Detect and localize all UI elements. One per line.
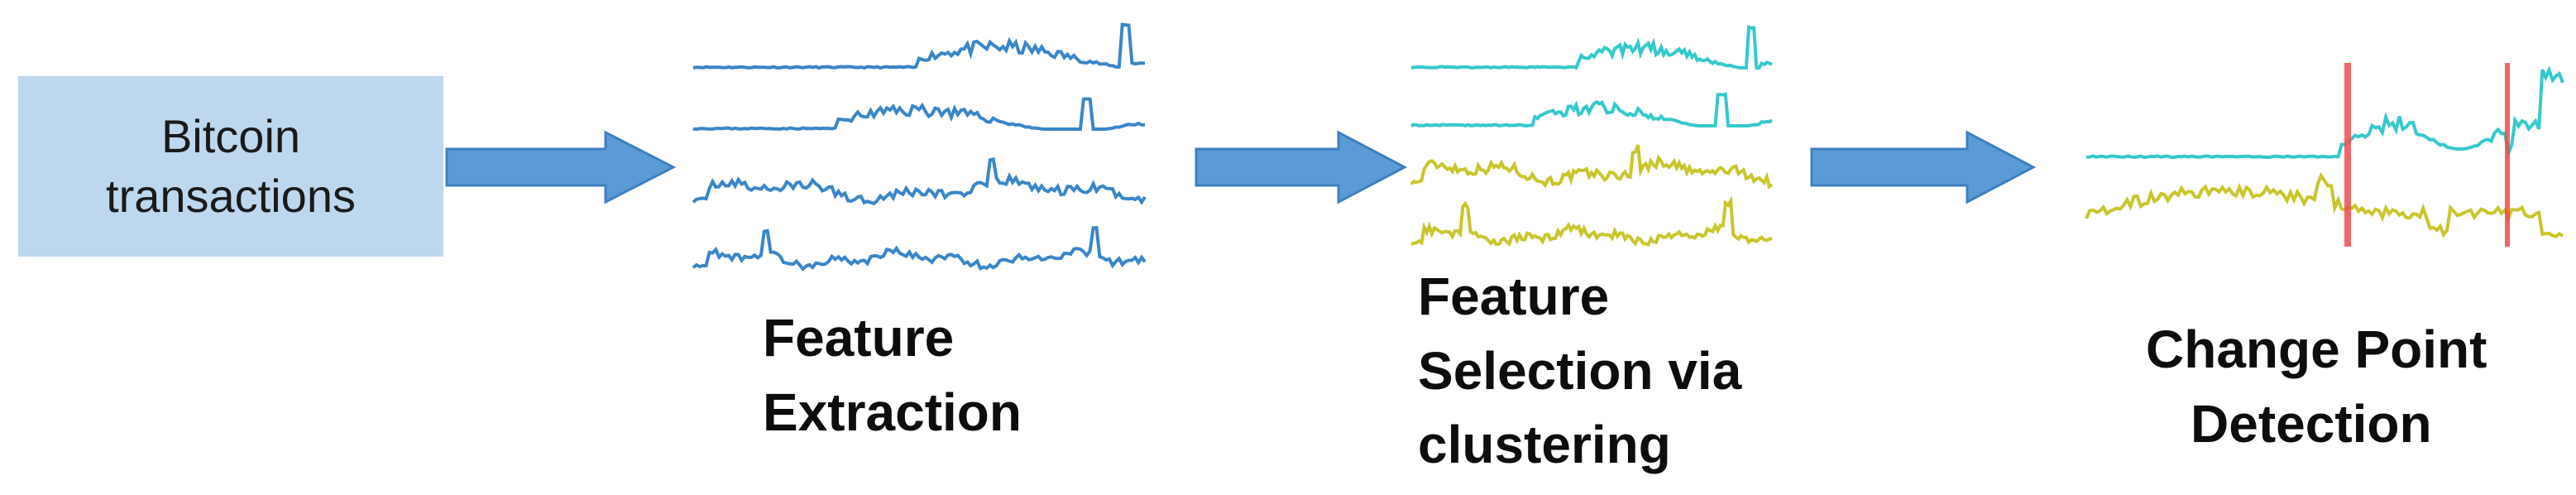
- selected-series-2: [1410, 92, 1774, 128]
- label-line: Feature: [1418, 267, 1610, 326]
- input-line-1: Bitcoin: [160, 110, 301, 163]
- change-point-series: [2085, 63, 2564, 247]
- input-line-2: transactions: [106, 170, 356, 222]
- extracted-series-1: [692, 22, 1146, 70]
- detection-series-yellow: [2085, 171, 2564, 238]
- label-line: Extraction: [763, 382, 1022, 442]
- extracted-series-2: [693, 97, 1145, 131]
- label-line: Feature: [763, 308, 955, 368]
- input-box-bitcoin-transactions: Bitcoin transactions: [18, 76, 443, 257]
- selected-series-1: [1410, 25, 1773, 70]
- feature-selection-series: [1410, 25, 1774, 248]
- extracted-series-3: [692, 156, 1147, 206]
- arrow-2: [1195, 130, 1408, 204]
- detection-series-cyan: [2085, 65, 2564, 160]
- selected-series-4: [1410, 195, 1773, 248]
- label-change-point-detection: Change Point Detection: [2146, 313, 2487, 461]
- arrow-1: [445, 130, 677, 204]
- label-line: Detection: [2191, 393, 2432, 454]
- label-line: Selection via: [1418, 340, 1742, 401]
- label-line: clustering: [1418, 415, 1671, 475]
- selected-series-3: [1410, 144, 1774, 190]
- label-line: Change Point: [2146, 320, 2487, 379]
- label-feature-selection: Feature Selection via clustering: [1418, 260, 1741, 483]
- change-point-marker-2: [2505, 63, 2510, 247]
- extracted-series-4: [692, 226, 1147, 272]
- feature-extraction-series: [692, 22, 1147, 272]
- change-point-marker-1: [2344, 63, 2351, 247]
- arrow-3: [1810, 130, 2037, 204]
- label-feature-extraction: Feature Extraction: [763, 301, 1022, 449]
